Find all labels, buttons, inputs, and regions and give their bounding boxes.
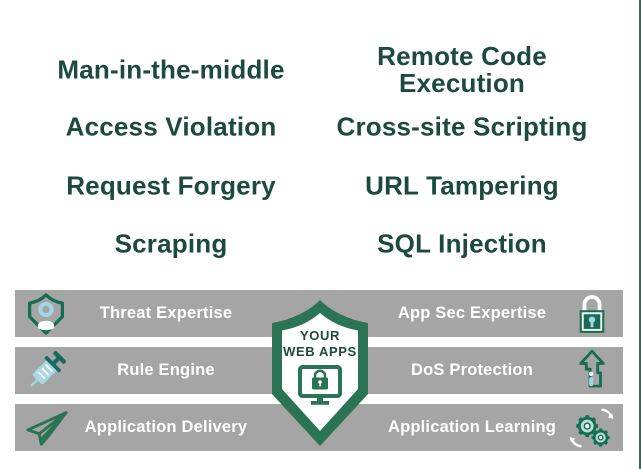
threat-label: Cross-site Scripting [336,111,588,142]
person-shield-icon [28,292,64,335]
threat-label: SQL Injection [377,228,547,259]
threat-label: Access Violation [65,111,277,142]
capability-label: Application Delivery [84,418,248,436]
locked-monitor-icon [298,365,342,405]
your-web-apps-shield-badge: YOUR WEB APPS [256,294,384,452]
badge-title-line1: YOUR [300,328,340,343]
capability-label: App Sec Expertise [397,304,547,322]
capability-label: Application Learning [387,418,557,436]
capability-label: DoS Protection [411,361,533,379]
badge-title-line2: WEB APPS [283,344,357,359]
threat-label: Man-in-the-middle [57,54,285,85]
arrow-up-icon [579,349,605,388]
gears-icon [569,408,614,447]
threat-label: Request Forgery [66,170,276,201]
padlock-icon [579,294,605,333]
page-right-border [639,0,641,469]
threat-label: Remote Code Execution [377,40,547,98]
syringe-icon [30,350,66,387]
threat-label: Scraping [114,228,228,259]
capability-label: Threat Expertise [99,304,233,322]
threat-label: URL Tampering [365,170,559,201]
capability-label: Rule Engine [117,361,215,379]
paper-plane-icon [26,410,68,446]
